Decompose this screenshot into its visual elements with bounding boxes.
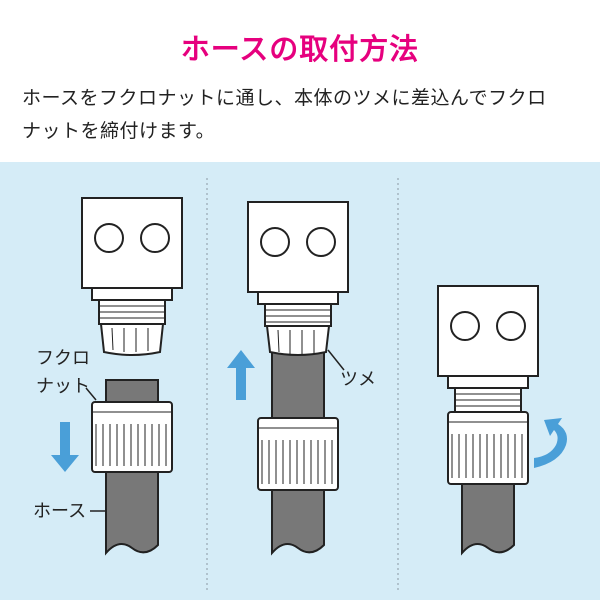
fukuro-nut-2 — [257, 417, 339, 491]
fukuro-nut-leader — [85, 387, 97, 401]
page-title: ホースの取付方法 — [180, 32, 420, 66]
body-block-2 — [247, 201, 349, 293]
fukuro-nut-1 — [91, 401, 173, 473]
fukuro-nut-3 — [447, 411, 529, 485]
body-block-1 — [81, 197, 183, 289]
tsume-label: ツメ — [340, 369, 376, 390]
down-arrow-icon — [51, 422, 79, 472]
step-1: フクロ ナット ホース — [33, 197, 183, 556]
step-2: ツメ — [227, 201, 376, 556]
instruction-line-2: ナットを締付けます。 — [22, 120, 216, 142]
thread-nipple-3 — [447, 375, 529, 413]
fukuro-nut-label-line2: ナット — [36, 376, 90, 397]
instruction-text: ホースをフクロナットに通し、本体のツメに差込んでフクロ ナットを締付けます。 — [22, 82, 582, 148]
tsume-leader — [327, 349, 345, 371]
body-block-3 — [437, 285, 539, 377]
instruction-line-1: ホースをフクロナットに通し、本体のツメに差込んでフクロ — [22, 87, 547, 109]
hose-3 — [461, 469, 515, 556]
fukuro-nut-label-line1: フクロ — [36, 348, 90, 369]
thread-nipple-2 — [257, 291, 339, 356]
up-arrow-icon — [227, 350, 255, 400]
thread-nipple-1 — [91, 287, 173, 356]
hose-label: ホース — [33, 501, 86, 522]
step-3 — [437, 285, 567, 556]
installation-diagram: フクロ ナット ホース — [0, 162, 600, 600]
rotate-arrow-icon — [534, 418, 567, 468]
